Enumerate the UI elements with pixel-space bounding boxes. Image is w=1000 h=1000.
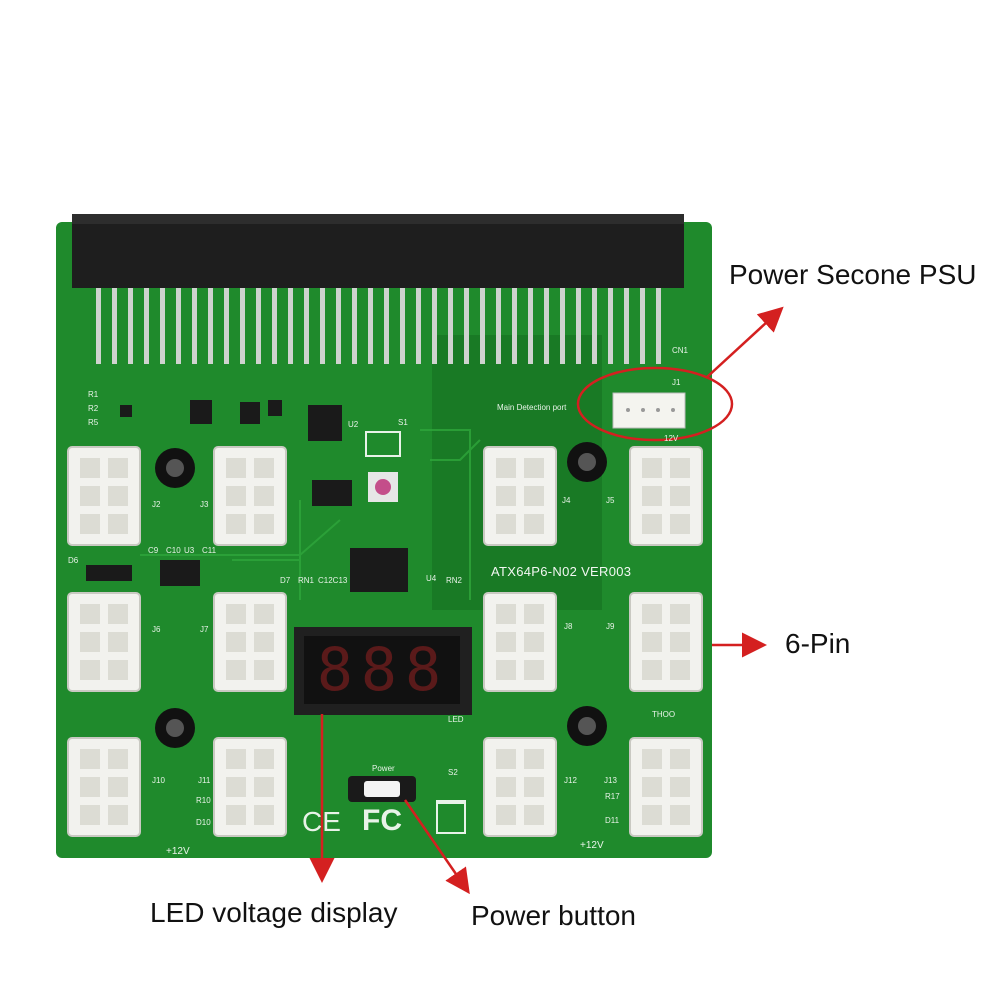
d11-label: D11 [605,816,620,825]
connector-label-j2: J2 [152,500,161,509]
u3-label: U3 [184,546,195,555]
slot-pins [96,288,661,364]
connector-label-j9: J9 [606,622,615,631]
connector-label-j11: J11 [198,776,211,785]
u2-label: U2 [348,420,359,429]
d7-label: D7 [280,576,291,585]
detection-port-label: Main Detection port [497,403,567,412]
u4-label: U4 [426,574,437,583]
mounting-holes [155,442,607,748]
r17-label: R17 [605,792,620,801]
plus12v-left-label: +12V [166,846,190,857]
d10-label: D10 [196,818,211,827]
connector-label-j5: J5 [606,496,615,505]
callout-6-pin: 6-Pin [785,628,851,659]
c10-label: C10 [166,546,181,555]
power-button-label: Power [372,764,395,773]
ic-chips [86,400,408,592]
c12c13-label: C12C13 [318,576,348,585]
callout-power-button: Power button [471,900,636,931]
led-voltage-digits: 888 [316,635,450,705]
j1-label: J1 [672,378,681,387]
detection-port-highlight [576,366,734,442]
fcc-mark: FC [362,804,402,837]
connector-label-j8: J8 [564,622,573,631]
connector-sockets [80,458,690,825]
weee-bin-icon [436,800,466,834]
c9-label: C9 [148,546,159,555]
v12-top-label: 12V [664,434,679,443]
connector-label-j4: J4 [562,496,571,505]
connector-label-j12: J12 [564,776,577,785]
edge-slot [72,214,684,288]
thoo-label: THOO [652,710,676,719]
board-model-label: ATX64P6-N02 VER003 [491,564,632,579]
connector-label-j13: J13 [604,776,617,785]
r10-label: R10 [196,796,211,805]
r2-label: R2 [88,404,99,413]
d6-label: D6 [68,556,79,565]
cn1-label: CN1 [672,346,689,355]
connector-label-j10: J10 [152,776,165,785]
connector-label-j3: J3 [200,500,209,509]
led-label: LED [448,715,464,724]
callout-power-second-psu: Power Secone PSU [729,259,977,290]
ce-mark: CE [302,806,341,837]
connector-label-j6: J6 [152,625,161,634]
callout-led-voltage-display: LED voltage display [150,897,398,928]
connector-label-j7: J7 [200,625,209,634]
plus12v-right-label: +12V [580,840,604,851]
r1-label: R1 [88,390,99,399]
rn2-label: RN2 [446,576,463,585]
r5-label: R5 [88,418,99,427]
c11-label: C11 [202,546,217,555]
s2-label: S2 [448,768,458,777]
s1-label: S1 [398,418,408,427]
rn1-label: RN1 [298,576,315,585]
